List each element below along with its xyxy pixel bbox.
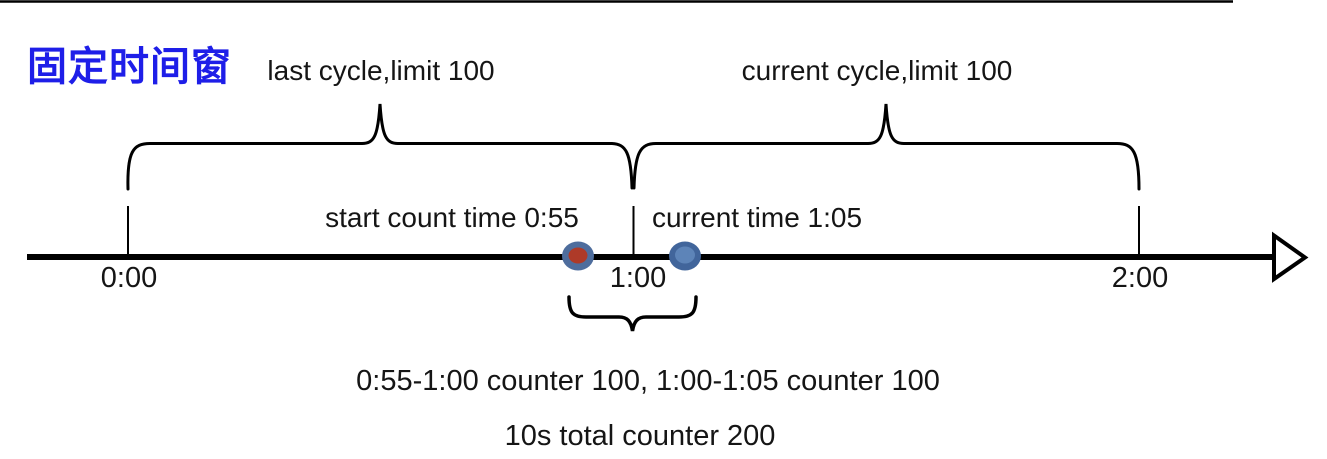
last-cycle-brace	[126, 103, 634, 191]
counter-summary-line2: 10s total counter 200	[504, 420, 776, 452]
current-cycle-label: current cycle,limit 100	[741, 55, 1013, 86]
start-count-marker-center	[568, 247, 588, 264]
start-count-label: start count time 0:55	[325, 202, 579, 233]
tick-label-0-00: 0:00	[100, 262, 158, 294]
counter-summary-line1: 0:55-1:00 counter 100, 1:00-1:05 counter…	[356, 365, 940, 397]
tick-label-1-00: 1:00	[609, 262, 667, 294]
count-window-brace	[567, 295, 698, 332]
last-cycle-label: last cycle,limit 100	[267, 55, 495, 86]
tick-label-2-00: 2:00	[1111, 262, 1169, 294]
current-time-marker-center	[675, 246, 695, 264]
current-time-marker	[669, 241, 701, 271]
start-count-marker	[562, 241, 594, 271]
diagram-title: 固定时间窗	[27, 45, 232, 89]
current-time-label: current time 1:05	[651, 202, 863, 233]
current-cycle-brace	[632, 103, 1141, 191]
timeline-arrowhead-icon	[1272, 231, 1309, 283]
